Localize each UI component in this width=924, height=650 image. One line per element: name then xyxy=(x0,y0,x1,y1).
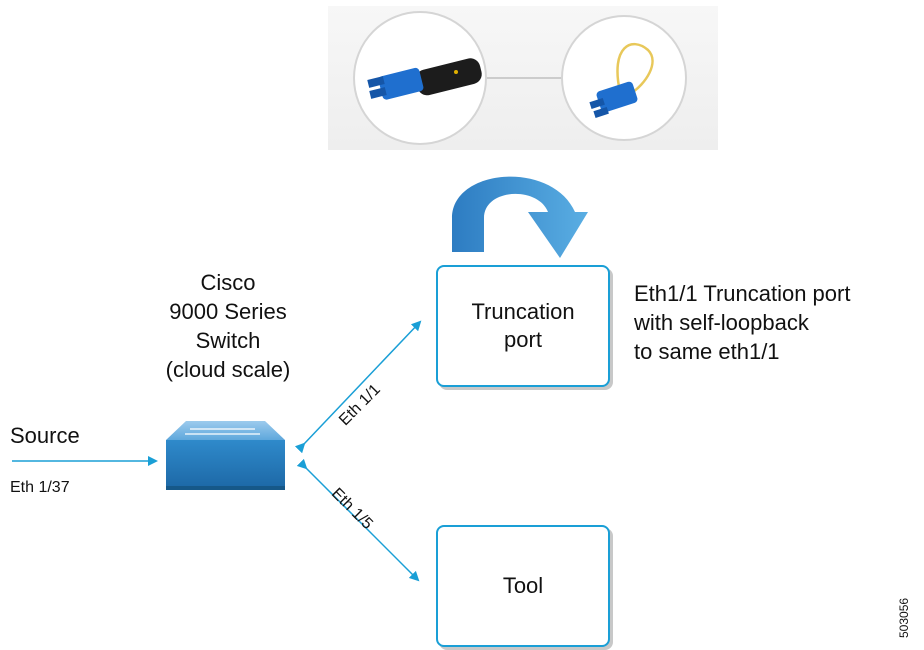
figure-id: 503056 xyxy=(897,597,911,638)
truncation-port-box: Truncation port xyxy=(436,265,610,387)
switch-label-line: Switch xyxy=(195,328,261,353)
truncation-port-label: port xyxy=(504,327,542,352)
truncation-note-line: to same eth1/1 xyxy=(634,339,780,364)
switch-label-line: (cloud scale) xyxy=(165,357,291,382)
switch-icon xyxy=(166,421,285,490)
connector-photos xyxy=(353,11,687,145)
truncation-port-label: Truncation xyxy=(471,299,575,324)
truncation-note-line: with self-loopback xyxy=(634,310,809,335)
lc-connector-with-attenuator-icon xyxy=(353,11,487,145)
switch-label: Cisco 9000 Series Switch (cloud scale) xyxy=(128,268,328,384)
loopback-arrow xyxy=(452,176,588,258)
source-label: Source xyxy=(10,423,80,448)
switch-label-line: 9000 Series xyxy=(169,299,287,324)
truncation-note: Eth1/1 Truncation port with self-loopbac… xyxy=(634,279,850,366)
tool-box: Tool xyxy=(436,525,610,647)
eth11-link-arrow xyxy=(294,320,422,454)
connector-photo-panel xyxy=(328,6,718,150)
source-port-label: Eth 1/37 xyxy=(10,479,70,496)
lc-loopback-cable-icon xyxy=(561,15,687,141)
tool-label: Tool xyxy=(502,573,544,598)
switch-label-line: Cisco xyxy=(200,270,256,295)
eth15-link-arrow xyxy=(296,458,420,582)
truncation-note-line: Eth1/1 Truncation port xyxy=(634,281,851,306)
